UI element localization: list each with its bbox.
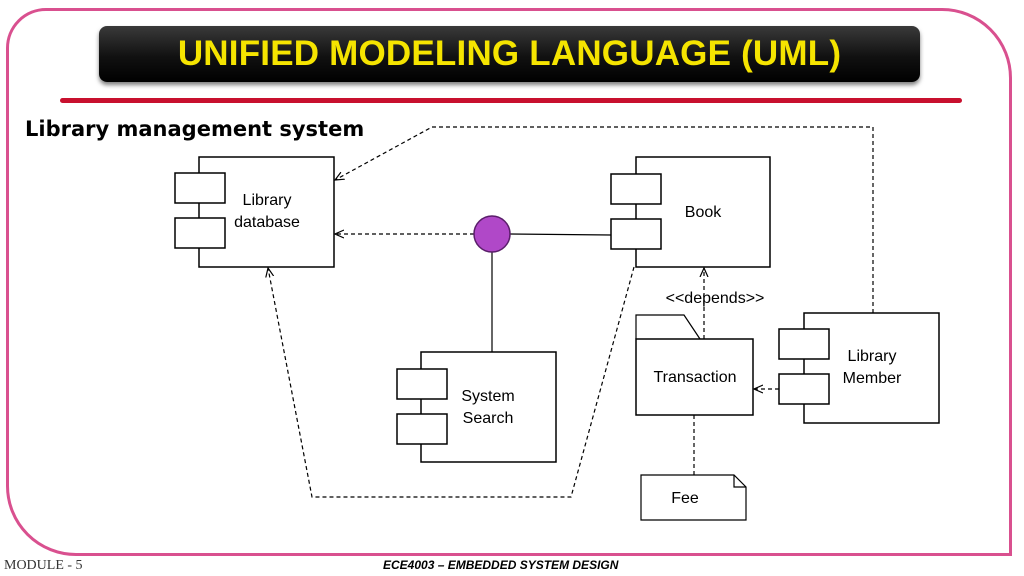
package-transaction — [635, 314, 754, 416]
title-bar: UNIFIED MODELING LANGUAGE (UML) — [99, 26, 920, 82]
fee-note-label: Fee — [671, 490, 699, 507]
library-member-label-line2: Member — [842, 370, 902, 387]
system-search-label-line1: System — [461, 388, 515, 405]
depends-stereotype-label: <<depends>> — [665, 290, 765, 307]
library-database-label-line2: database — [234, 214, 300, 231]
member-to-database-dependency — [335, 126, 874, 313]
interface-to-book-line — [509, 233, 612, 236]
library-member-label-line1: Library — [847, 348, 897, 365]
component-library-database — [174, 156, 335, 268]
transaction-label: Transaction — [653, 369, 737, 386]
title-underline — [60, 98, 962, 103]
note-fee — [640, 474, 747, 521]
book-to-database-dependency — [268, 267, 635, 498]
system-search-label-line2: Search — [462, 410, 514, 427]
system-search-label: System Search — [443, 386, 533, 430]
component-system-search — [396, 351, 557, 463]
diagram-subtitle: Library management system — [25, 117, 365, 141]
slide-title: UNIFIED MODELING LANGUAGE (UML) — [177, 34, 842, 73]
interface-circle — [473, 215, 511, 253]
library-database-label: Library database — [222, 190, 312, 234]
footer-module: MODULE - 5 — [4, 558, 83, 573]
component-library-member — [778, 312, 940, 424]
library-database-label-line1: Library — [242, 192, 292, 209]
book-label: Book — [684, 204, 722, 221]
library-member-label: Library Member — [827, 346, 917, 390]
component-book — [610, 156, 771, 268]
footer-course: ECE4003 – EMBEDDED SYSTEM DESIGN — [383, 558, 619, 572]
